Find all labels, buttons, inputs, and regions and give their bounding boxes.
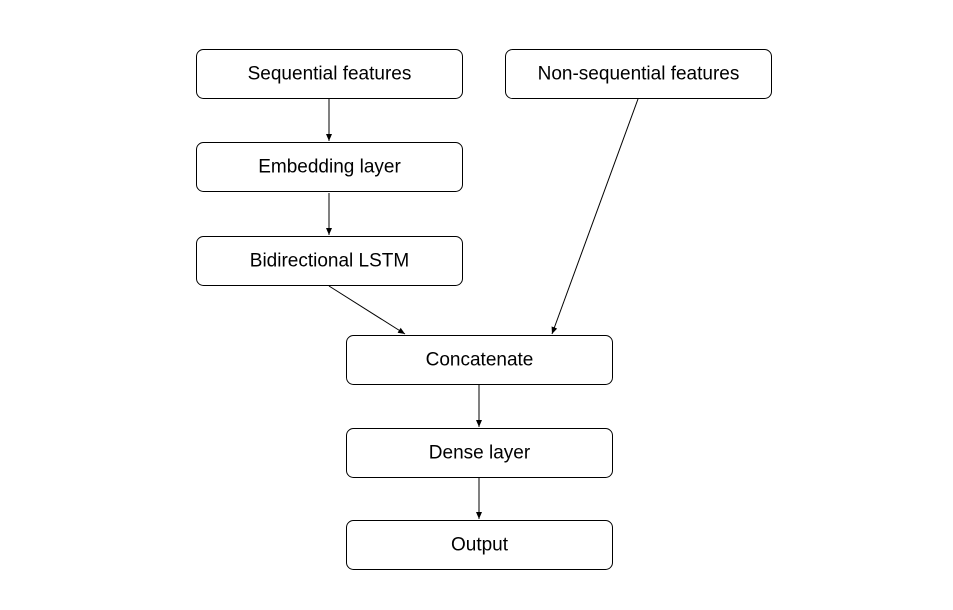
node-box bbox=[196, 236, 463, 286]
node-box bbox=[346, 520, 613, 570]
edges bbox=[326, 98, 639, 519]
node-box bbox=[505, 49, 772, 99]
node-box bbox=[196, 142, 463, 192]
node-label: Sequential features bbox=[248, 64, 412, 85]
edge-nonseq-to-concat bbox=[551, 98, 639, 335]
node-box bbox=[196, 49, 463, 99]
node-sequential-features: Sequential features bbox=[196, 49, 463, 99]
node-box bbox=[346, 335, 613, 385]
node-dense-layer: Dense layer bbox=[346, 428, 613, 478]
node-box bbox=[346, 428, 613, 478]
node-bidirectional-lstm: Bidirectional LSTM bbox=[196, 236, 463, 286]
node-label: Embedding layer bbox=[258, 157, 401, 178]
node-label: Output bbox=[451, 535, 509, 556]
node-non-sequential-features: Non-sequential features bbox=[505, 49, 772, 99]
node-label: Dense layer bbox=[429, 443, 531, 464]
node-output: Output bbox=[346, 520, 613, 570]
node-label: Bidirectional LSTM bbox=[250, 251, 409, 272]
node-embedding-layer: Embedding layer bbox=[196, 142, 463, 192]
edge-bilstm-to-concat bbox=[328, 285, 406, 335]
node-label: Concatenate bbox=[426, 350, 534, 371]
node-concatenate: Concatenate bbox=[346, 335, 613, 385]
node-label: Non-sequential features bbox=[538, 64, 740, 85]
